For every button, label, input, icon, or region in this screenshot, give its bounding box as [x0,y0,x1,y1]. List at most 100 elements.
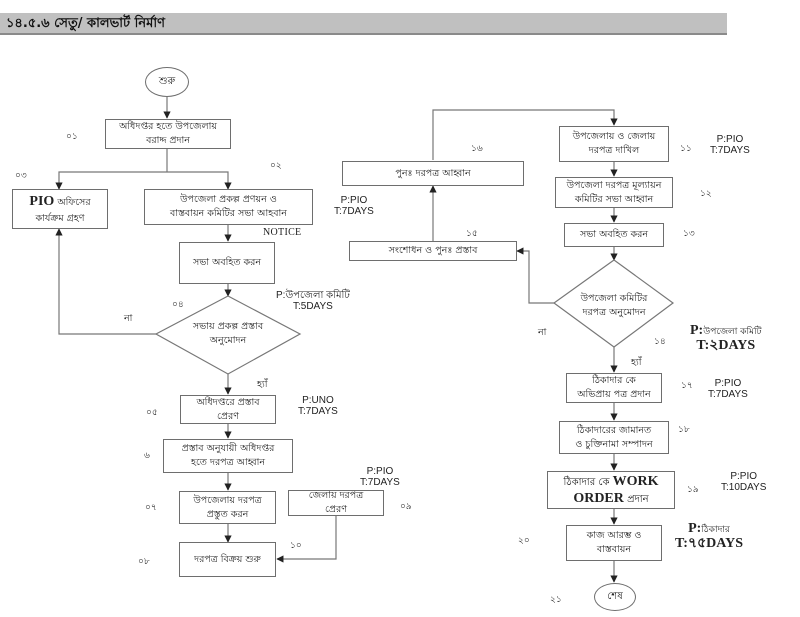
step-07: উপজেলায় দরপত্র প্রস্তুত করন [179,491,276,524]
start-label: শুরু [158,75,176,87]
step-03-line2: কার্যক্রম গ্রহণ [35,213,85,225]
step-18: ঠিকাদারের জামানত ও চুক্তিনামা সম্পাদন [559,421,669,454]
annotation-11-time: T:7DAYS [710,145,750,156]
annotation-11-person: P:PIO [716,134,744,145]
step-18-line2: ও চুক্তিনামা সম্পাদন [575,438,653,450]
step-07-line1: উপজেলায় দরপত্র [193,494,262,506]
step-09-line2: প্রেরণ [325,504,347,515]
annotation-20-person: ঠিকাদার [701,525,730,535]
annotation-17-time: T:7DAYS [708,389,748,400]
decision-04-line1: সভায় প্রকল্প প্রস্তাব [192,321,264,332]
annotation-04-person: P:উপজেলা কমিটি [276,290,350,301]
start-node: শুরু [145,67,189,97]
edge-04-no-03 [55,228,156,335]
step-07-line2: প্রস্তুত করন [206,508,249,520]
step-19-line1a: ঠিকাদার কে [563,476,610,488]
step-13-label: সভা অবহিত করন [579,229,649,241]
step-18-line1: ঠিকাদারের জামানত [576,424,652,436]
step-number-12: ১২ [700,189,712,199]
step-12-line1: উপজেলা দরপত্র মূল্যায়ন [566,179,662,191]
step-number-04: ০৪ [172,300,184,310]
edge-14-no-15 [516,247,554,304]
step-09: জেলায় দরপত্র প্রেরণ [288,490,384,516]
step-17-line1: ঠিকাদার কে [592,375,636,387]
step-08: দরপত্র বিক্রয় শুরু [179,542,276,577]
step-number-06: ৬ [144,451,150,461]
step-number-15: ১৫ [466,229,478,239]
decision-14-line2: দরপত্র অনুমোদন [582,307,646,319]
step-number-03: ০৩ [15,171,27,181]
step-number-09: ০৯ [400,502,412,512]
step-number-05: ০৫ [146,408,158,418]
decision-04-line2: অনুমোদন [209,335,247,347]
step-19-line2a: ORDER [573,491,624,506]
decision-14-shape [552,259,675,348]
decision-04-yes-label: হ্যাঁ [257,379,268,390]
annotation-20-time: T:৭৫DAYS [675,535,743,551]
step-17-line2: অভিপ্রায় পত্র প্রদান [577,389,651,400]
annotation-05-person: P:UNO [302,395,334,406]
step-17: ঠিকাদার কে অভিপ্রায় পত্র প্রদান [566,373,662,403]
step-number-10: ১০ [290,541,302,551]
end-node: শেষ [594,583,636,611]
annotation-09-person: P:PIO [366,466,394,477]
step-15: সংশোধন ও পুনঃ প্রস্তাব [349,241,517,261]
step-01-line2: বরাদ্দ প্রদান [146,135,190,146]
decision-04-shape [154,295,302,375]
annotation-16-time: T:7DAYS [334,206,374,217]
step-number-20: ২০ [518,536,530,546]
step-number-16: ১৬ [471,144,483,154]
step-15-label: সংশোধন ও পুনঃ প্রস্তাব [388,245,478,257]
edge-split-02 [167,171,232,190]
step-number-01: ০১ [66,132,78,142]
step-19-line2b: প্রদান [627,494,649,505]
decision-14-line1: উপজেলা কমিটির [580,293,648,304]
annotation-04: P:উপজেলা কমিটিT:5DAYS [276,290,350,312]
step-number-08: ০৮ [138,557,150,567]
notice-label: NOTICE [263,227,302,238]
step-02-line2: বাস্তবায়ন কমিটির সভা আহবান [170,208,287,219]
step-number-21: ২১ [550,595,562,605]
step-06: প্রস্তাব অনুযায়ী অধিদপ্তর হতে দরপত্র আহ্… [163,439,293,473]
step-03-prefix: PIO [29,193,55,209]
annotation-14: P:উপজেলা কমিটিT:২DAYS [690,323,762,353]
step-12-line2: কমিটির সভা আহ্বান [574,193,654,205]
step-number-13: ১৩ [683,229,695,239]
decision-14-yes-label: হ্যাঁ [631,357,642,368]
step-inform-meeting-left: সভা অবহিত করন [179,242,275,284]
step-03-line1: অফিসের [57,196,91,208]
annotation-05-time: T:7DAYS [298,406,338,417]
edge-split-03 [55,171,167,190]
step-12: উপজেলা দরপত্র মূল্যায়ন কমিটির সভা আহ্বান [555,177,673,208]
annotation-14-person: উপজেলা কমিটি [703,327,762,337]
step-number-19: ১৯ [687,485,699,495]
decision-04-no-label: না [124,313,133,324]
step-09-line1: জেলায় দরপত্র [308,490,364,502]
edge-09-08 [276,515,337,563]
step-08-label: দরপত্র বিক্রয় শুরু [194,553,261,565]
step-06-line2: হতে দরপত্র আহ্বান [191,457,265,468]
decision-14-no-label: না [538,327,547,338]
step-11-line1: উপজেলায় ও জেলায় [572,131,656,143]
step-01-line1: অধিদপ্তর হতে উপজেলায় [119,121,217,133]
step-inform-meeting-left-label: সভা অবহিত করন [192,257,262,269]
step-16: পুনঃ দরপত্র আহ্বান [342,161,524,186]
step-13: সভা অবহিত করন [564,223,664,247]
annotation-09-time: T:7DAYS [360,477,400,488]
section-title: ১৪.৫.৬ সেতু/ কালভার্ট নির্মাণ [6,16,165,31]
edge-16-11 [432,109,618,160]
decision-14: উপজেলা কমিটির দরপত্র অনুমোদন [560,292,668,321]
annotation-20-prefix: P: [688,521,702,536]
annotation-19-person: P:PIO [730,471,758,482]
step-11: উপজেলায় ও জেলায়দরপত্র দাখিল [559,126,669,162]
annotation-19-time: T:10DAYS [721,482,767,493]
step-06-line1: প্রস্তাব অনুযায়ী অধিদপ্তর [181,443,275,455]
annotation-04-time: T:5DAYS [293,301,333,312]
